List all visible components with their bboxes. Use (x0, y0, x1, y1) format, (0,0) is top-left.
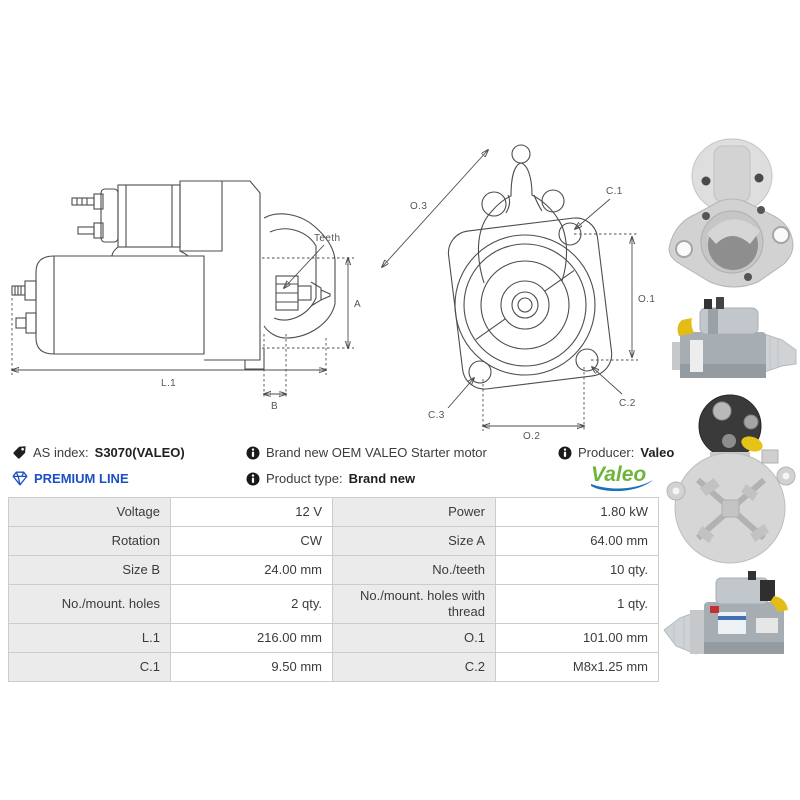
spec-label: No./mount. holes (8, 584, 171, 624)
gem-icon (12, 471, 28, 486)
starter-side-photo-2[interactable] (660, 568, 800, 663)
dim-label-l1: L.1 (161, 378, 176, 389)
side-view-drawing: A L.1 B Teeth (8, 148, 368, 416)
product-type-row: Product type: Brand new (246, 471, 415, 486)
spec-value: 10 qty. (495, 555, 659, 585)
dim-label-o3: O.3 (410, 201, 427, 212)
dim-label-c3: C.3 (428, 410, 445, 421)
spec-value: 1.80 kW (495, 497, 659, 527)
spec-table: Voltage 12 V Power 1.80 kW Rotation CW S… (8, 497, 659, 682)
producer-label: Producer: (578, 445, 635, 460)
dim-label-c1: C.1 (606, 186, 623, 197)
table-row: Voltage 12 V Power 1.80 kW (8, 497, 659, 527)
info-icon (246, 446, 260, 460)
spec-label: C.2 (332, 652, 496, 682)
info-icon (246, 472, 260, 486)
as-index-value: S3070(VALEO) (94, 445, 185, 460)
starter-side-photo[interactable] (664, 292, 798, 386)
table-row: No./mount. holes 2 qty. No./mount. holes… (8, 584, 659, 624)
valeo-logo-swoosh (591, 480, 653, 492)
spec-value: 101.00 mm (495, 623, 659, 653)
spec-label: O.1 (332, 623, 496, 653)
product-type-value: Brand new (348, 471, 416, 486)
dim-label-a: A (354, 299, 361, 310)
producer-value: Valeo (640, 445, 675, 460)
starter-rear-photo[interactable] (666, 388, 796, 564)
spec-label: Size B (8, 555, 171, 585)
starter-front-flange-photo[interactable] (662, 136, 798, 290)
spec-label: C.1 (8, 652, 171, 682)
spec-label: Rotation (8, 526, 171, 556)
valeo-logo-text: Valeo (591, 463, 646, 486)
description-text: Brand new OEM VALEO Starter motor (266, 445, 487, 460)
as-index-label: AS index: (33, 445, 89, 460)
spec-label: No./teeth (332, 555, 496, 585)
info-icon (558, 446, 572, 460)
producer-row: Producer: Valeo (558, 445, 674, 460)
front-view-drawing: O.3 C.1 O.1 C.2 C.3 O.2 (372, 133, 664, 442)
spec-value: 24.00 mm (170, 555, 333, 585)
dim-label-o1: O.1 (638, 294, 655, 305)
premium-line-row: PREMIUM LINE (12, 471, 129, 486)
spec-label: Power (332, 497, 496, 527)
dim-label-b: B (271, 401, 278, 412)
spec-label: Voltage (8, 497, 171, 527)
spec-label: L.1 (8, 623, 171, 653)
spec-value: CW (170, 526, 333, 556)
premium-line-label: PREMIUM LINE (34, 471, 129, 486)
as-index-row: AS index: S3070(VALEO) (12, 445, 185, 460)
teeth-label: Teeth (314, 233, 340, 244)
spec-value: 2 qty. (170, 584, 333, 624)
dim-label-o2: O.2 (523, 431, 540, 440)
spec-value: 12 V (170, 497, 333, 527)
spec-label: Size A (332, 526, 496, 556)
table-row: Rotation CW Size A 64.00 mm (8, 526, 659, 556)
spec-label: No./mount. holes with thread (332, 584, 496, 624)
spec-value: M8x1.25 mm (495, 652, 659, 682)
table-row: L.1 216.00 mm O.1 101.00 mm (8, 623, 659, 653)
spec-value: 64.00 mm (495, 526, 659, 556)
tag-icon (12, 445, 27, 460)
spec-value: 1 qty. (495, 584, 659, 624)
product-type-label: Product type: (266, 471, 343, 486)
table-row: Size B 24.00 mm No./teeth 10 qty. (8, 555, 659, 585)
dim-label-c2: C.2 (619, 398, 636, 409)
spec-value: 216.00 mm (170, 623, 333, 653)
valeo-logo: Valeo (588, 459, 656, 498)
description-row: Brand new OEM VALEO Starter motor (246, 445, 487, 460)
table-row: C.1 9.50 mm C.2 M8x1.25 mm (8, 652, 659, 682)
spec-value: 9.50 mm (170, 652, 333, 682)
